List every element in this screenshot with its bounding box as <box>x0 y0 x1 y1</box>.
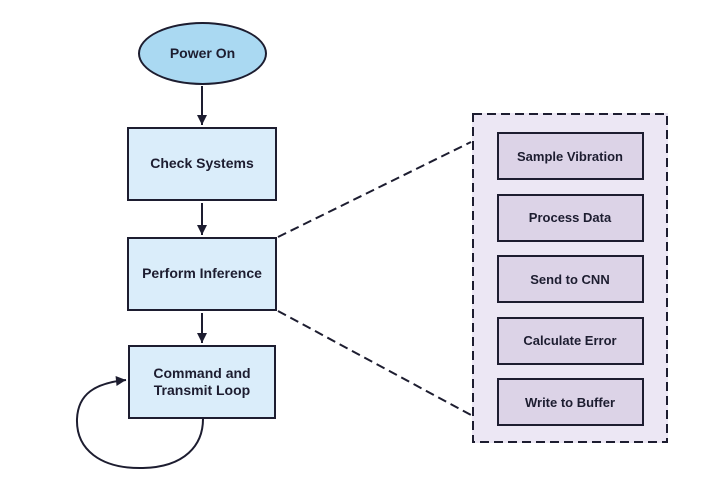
node-perform-inference: Perform Inference <box>127 237 277 311</box>
callout-line-bottom <box>277 310 472 416</box>
step-label: Process Data <box>528 210 612 225</box>
node-power-on-label: Power On <box>169 44 236 61</box>
node-perform-inference-label: Perform Inference <box>142 265 262 282</box>
node-check-systems-label: Check Systems <box>150 155 254 172</box>
step-label: Sample Vibration <box>517 148 623 164</box>
node-power-on: Power On <box>138 22 267 85</box>
subprocess-step-write-to-buffer: Write to Buffer <box>496 378 644 426</box>
subprocess-step-process-data: Process Data <box>496 193 644 242</box>
node-check-systems: Check Systems <box>127 127 277 201</box>
subprocess-step-calculate-error: Calculate Error <box>496 316 644 365</box>
callout-line-top <box>277 141 472 238</box>
subprocess-panel: Sample Vibration Process Data Send to CN… <box>472 113 668 443</box>
step-label: Calculate Error <box>523 333 617 348</box>
step-label: Write to Buffer <box>524 394 616 410</box>
subprocess-step-sample-vibration: Sample Vibration <box>496 132 644 180</box>
node-command-transmit-loop: Command and Transmit Loop <box>128 345 276 419</box>
step-label: Send to CNN <box>530 271 610 287</box>
subprocess-step-send-to-cnn: Send to CNN <box>496 255 644 303</box>
node-command-transmit-loop-label: Command and Transmit Loop <box>153 364 251 399</box>
